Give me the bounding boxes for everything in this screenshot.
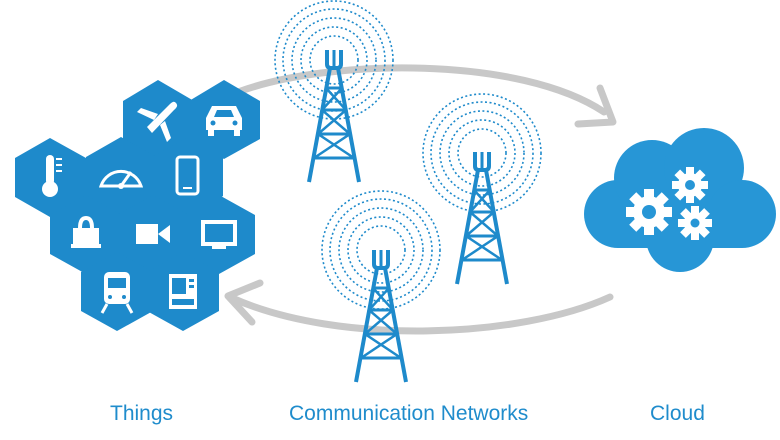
train-icon xyxy=(81,252,153,331)
airplane-icon xyxy=(123,80,194,159)
arrow-things-to-cloud xyxy=(234,64,617,128)
vending-machine-icon xyxy=(147,252,219,331)
car-icon xyxy=(189,80,260,159)
tv-icon xyxy=(184,195,255,274)
cell-tower-icon xyxy=(321,190,441,384)
thermometer-icon xyxy=(15,138,86,217)
cloud-label: Cloud xyxy=(650,402,705,425)
things-cluster xyxy=(15,80,260,331)
cell-tower-icon xyxy=(422,93,542,286)
communication-networks-label: Communication Networks xyxy=(289,402,529,425)
video-camera-icon xyxy=(117,195,189,274)
things-label: Things xyxy=(110,402,174,425)
lock-icon xyxy=(50,195,122,274)
speedometer-icon xyxy=(86,137,157,216)
smartphone-icon xyxy=(152,137,223,216)
arrow-cloud-to-things xyxy=(224,279,614,335)
cell-tower-icon xyxy=(274,0,394,184)
